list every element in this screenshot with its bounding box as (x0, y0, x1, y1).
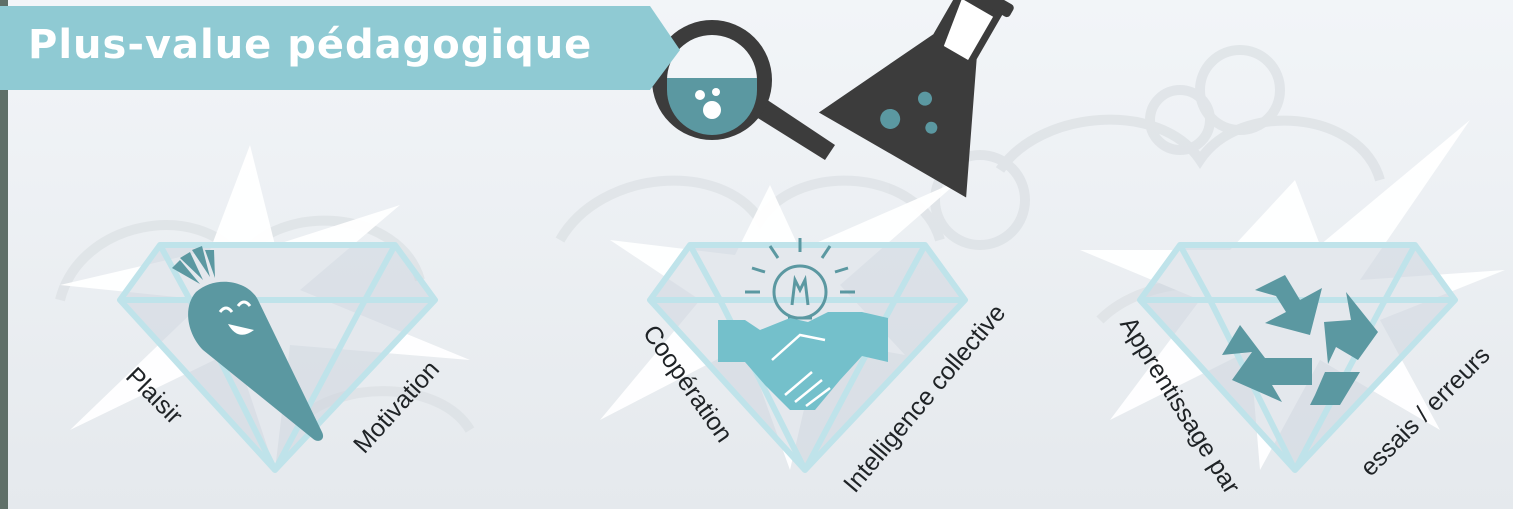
recycle-icon (1222, 275, 1378, 405)
lightbulb-handshake-icon (718, 238, 888, 410)
page-title: Plus-value pédagogique (28, 22, 593, 68)
left-border (0, 0, 8, 509)
carrot-icon (172, 246, 324, 441)
title-banner (0, 6, 680, 90)
magnifier-icon (652, 20, 835, 160)
flask-icon (818, 0, 1014, 198)
